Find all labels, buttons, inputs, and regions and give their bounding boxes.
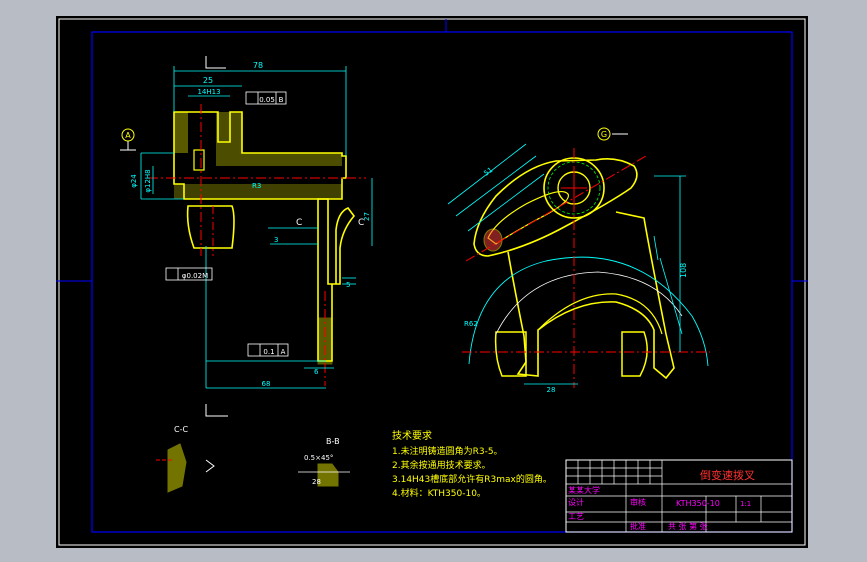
dim-bb-28: 28 <box>312 478 321 486</box>
view-g-marker <box>597 127 611 141</box>
title-row-process: 工艺 <box>568 512 584 521</box>
section-c-marker-right: C <box>358 218 364 228</box>
title-scale: 1:1 <box>740 500 751 508</box>
tech-item-1: 1.未注明铸造圆角为R3-5。 <box>392 445 503 457</box>
dim-5: 5 <box>346 281 350 289</box>
tech-item-4: 4.材料：KTH350-10。 <box>392 487 486 499</box>
dim-14h13: 14H13 <box>197 88 220 96</box>
fork-center-diag <box>465 155 647 262</box>
section-cc-label: C-C <box>174 425 188 434</box>
front-view: A C C 78 25 14H13 φ24 φ12H8 3 27 5 6 68 <box>120 56 373 417</box>
view-g-label: G <box>601 130 607 139</box>
dim-51: 51 <box>482 166 494 178</box>
outer-arc <box>468 256 709 367</box>
dim-r3: R3 <box>252 182 261 190</box>
dim-r62: R62 <box>464 320 478 328</box>
hatch-4 <box>174 184 342 199</box>
dim-27: 27 <box>363 212 371 221</box>
drawing-canvas[interactable]: A C C 78 25 14H13 φ24 φ12H8 3 27 5 6 68 <box>56 16 808 548</box>
fork-pad-right <box>621 331 648 377</box>
tol-flatness: 0.05 <box>259 96 275 104</box>
bore <box>193 149 205 171</box>
title-company: 某某大学 <box>568 485 600 495</box>
tol-ref-b: B <box>279 96 284 104</box>
title-material: KTH350-10 <box>676 499 720 508</box>
tol-position: φ0.02M <box>182 272 208 280</box>
tol-ref-a: A <box>281 348 286 356</box>
section-bb-label: B-B <box>326 437 340 446</box>
fork-body <box>507 211 675 380</box>
lower-tab <box>186 205 235 249</box>
dim-chamfer: 0.5×45° <box>304 454 333 462</box>
tech-requirements: 技术要求 1.未注明铸造圆角为R3-5。 2.其余按通用技术要求。 3.14H4… <box>392 429 552 499</box>
title-block: 倒变速拨叉 某某大学 设计 审核 KTH350-10 1:1 工艺 批准 共 张… <box>565 459 793 533</box>
dim-25: 25 <box>203 76 213 85</box>
hatch-3 <box>242 153 342 166</box>
hatch-2 <box>216 112 242 166</box>
dim-28: 28 <box>547 386 556 394</box>
hatch-1 <box>174 112 188 153</box>
lever-body <box>473 158 638 257</box>
fork-view: G 108 R62 51 28 <box>447 127 710 394</box>
title-row-approve: 批准 <box>630 521 646 531</box>
title-sheet: 共 张 第 张 <box>668 521 708 531</box>
dim-68: 68 <box>262 380 271 388</box>
fork-arm <box>317 198 356 362</box>
title-row-check: 审核 <box>630 497 646 507</box>
dim-78: 78 <box>253 61 263 70</box>
outer-frame <box>58 18 806 546</box>
fork-pad-left <box>494 331 527 377</box>
dim-3: 3 <box>274 236 278 244</box>
section-bb: B-B 0.5×45° 28 <box>298 437 350 487</box>
dim-phi24: φ24 <box>130 174 138 188</box>
section-c-marker-left: C <box>296 218 302 228</box>
tol-parallel: 0.1 <box>263 348 274 356</box>
inner-frame <box>91 31 793 533</box>
shaft-body <box>173 111 347 200</box>
tech-item-2: 2.其余按通用技术要求。 <box>392 459 491 471</box>
title-part-name: 倒变速拨叉 <box>700 468 755 482</box>
dim-6: 6 <box>314 368 319 376</box>
drawing-svg: A C C 78 25 14H13 φ24 φ12H8 3 27 5 6 68 <box>56 18 808 546</box>
fork-inner-arc <box>537 293 663 335</box>
tech-item-3: 3.14H43槽底部允许有R3max的圆角。 <box>392 473 552 485</box>
view-a-label: A <box>125 131 131 140</box>
lever-slot-end <box>483 228 503 252</box>
tech-heading: 技术要求 <box>392 429 432 442</box>
section-cc: C-C <box>156 425 215 493</box>
outer-arc-2 <box>495 271 683 335</box>
title-row-design: 设计 <box>568 497 584 507</box>
dim-108: 108 <box>679 263 688 278</box>
dim-phi12: φ12H8 <box>144 169 152 192</box>
